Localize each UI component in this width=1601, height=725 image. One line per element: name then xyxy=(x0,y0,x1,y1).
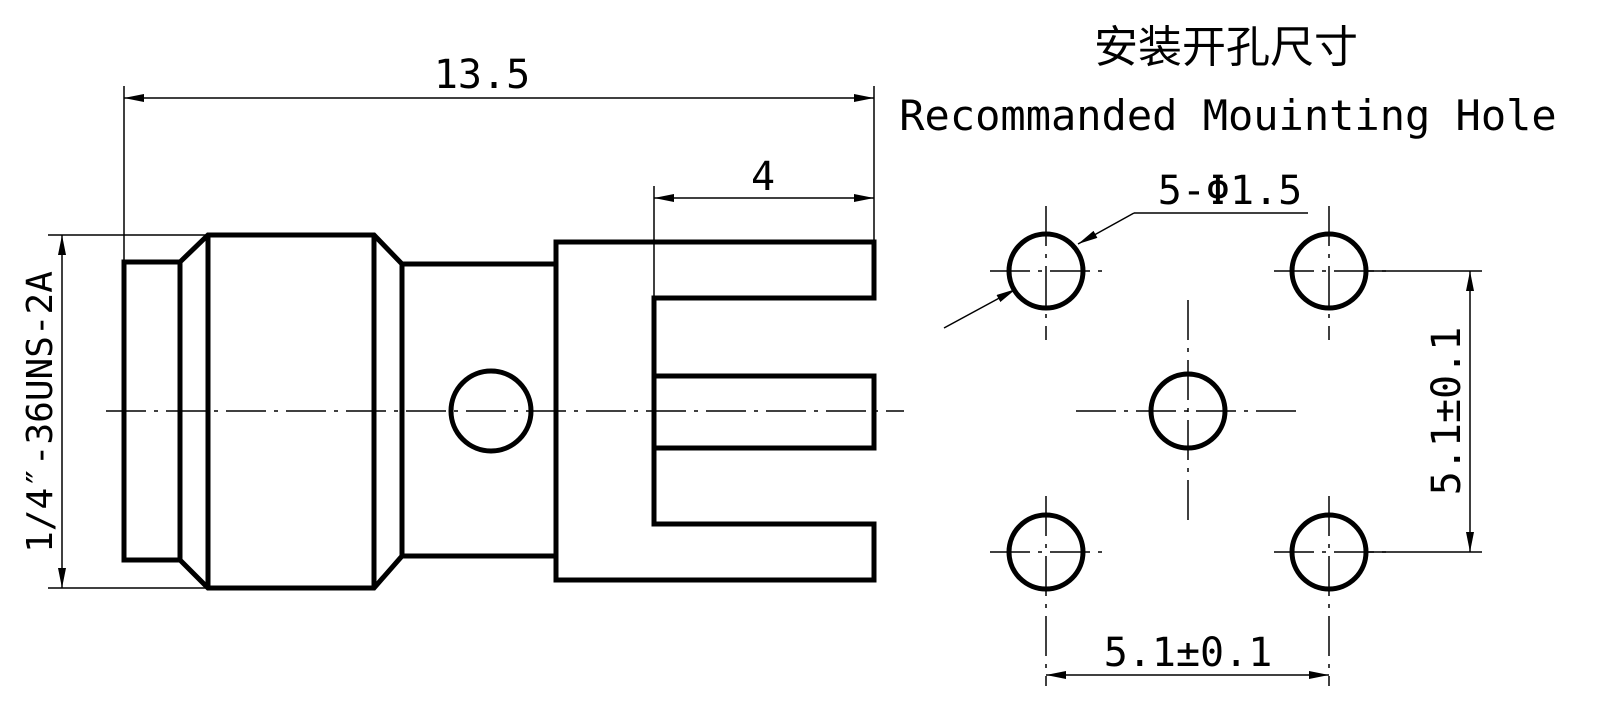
thread-label: 1/4″-36UNS-2A xyxy=(20,271,61,553)
hole-pattern xyxy=(990,206,1388,686)
connector-side-view xyxy=(106,232,904,591)
dimension-pin-length: 4 xyxy=(653,154,874,298)
dimension-spacing-vertical: 5.1±0.1 xyxy=(1368,270,1482,553)
dimension-hole-spec: 5-Φ1.5 xyxy=(943,168,1308,329)
spacing-vertical-label: 5.1±0.1 xyxy=(1424,327,1470,496)
dimension-overall-length: 13.5 xyxy=(123,52,875,262)
title-cn: 安装开孔尺寸 xyxy=(1094,22,1358,73)
pin-length-label: 4 xyxy=(751,154,775,200)
center-pin xyxy=(654,373,877,451)
dimension-thread: 1/4″-36UNS-2A xyxy=(20,234,208,589)
spacing-horizontal-label: 5.1±0.1 xyxy=(1104,630,1273,676)
title-en: Recommanded Mouinting Hole xyxy=(899,91,1556,140)
overall-length-label: 13.5 xyxy=(434,52,530,98)
rear-block xyxy=(553,239,877,583)
dimension-spacing-horizontal: 5.1±0.1 xyxy=(1046,630,1329,679)
hole-spec-label: 5-Φ1.5 xyxy=(1158,168,1303,214)
